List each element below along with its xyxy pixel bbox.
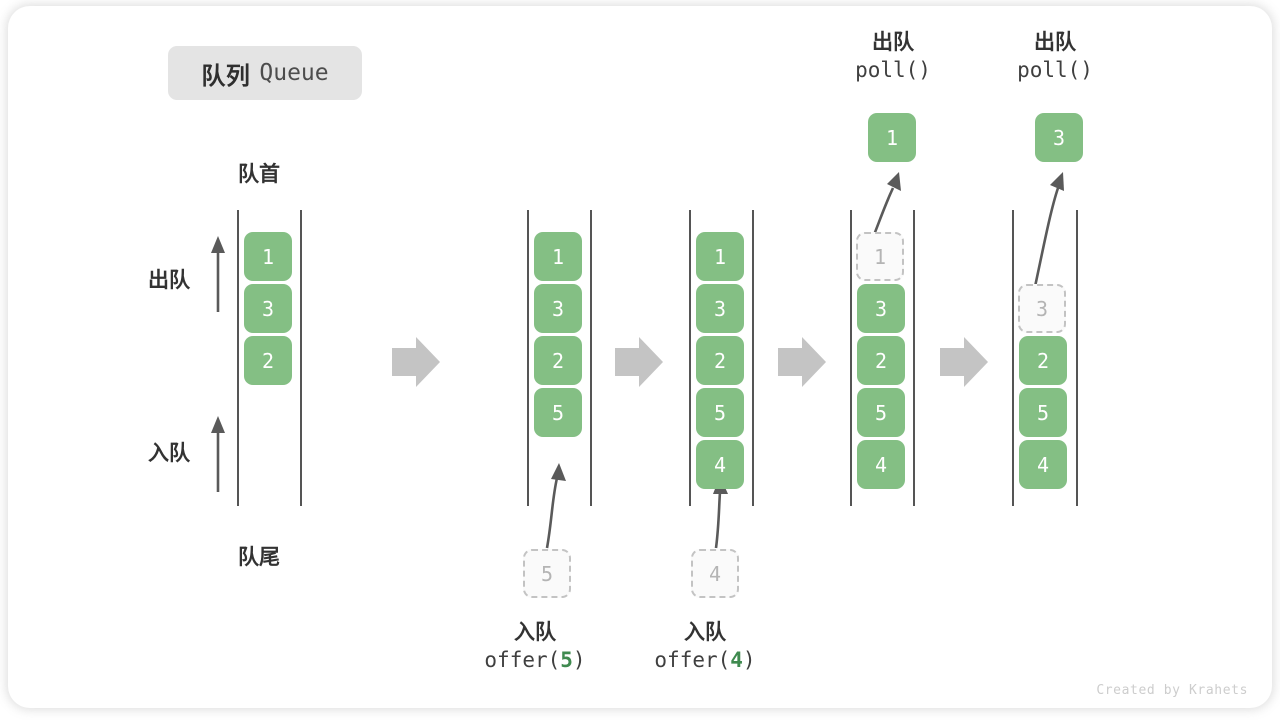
queue-cell: 3: [244, 284, 292, 333]
poll-label-2: 出队 poll(): [990, 30, 1120, 84]
queue-cell: 1: [696, 232, 744, 281]
queue-rail-right-c5: [1076, 210, 1078, 506]
queue-cell: 5: [1019, 388, 1067, 437]
queue-rail-left-c5: [1012, 210, 1014, 506]
queue-rear-label: 队尾: [238, 546, 280, 569]
offer-5-code-prefix: offer(: [484, 647, 561, 672]
queue-cell: 1: [534, 232, 582, 281]
offer-5-cn: 入队: [514, 621, 556, 644]
offer-5-code: offer(5): [470, 647, 600, 674]
queue-rail-left-c3: [689, 210, 691, 506]
offer-4-code: offer(4): [640, 647, 770, 674]
title-cn: 队列: [201, 62, 251, 90]
poll-1-cn: 出队: [872, 31, 914, 54]
offer-5-code-suffix: ): [572, 647, 586, 672]
queue-cell: 5: [534, 388, 582, 437]
queue-ghost-cell: 4: [691, 549, 739, 598]
popped-cell: 1: [868, 113, 916, 162]
queue-rail-left-c1: [237, 210, 239, 506]
offer-5-arg: 5: [560, 647, 573, 672]
poll-2-code: poll(): [1017, 57, 1093, 82]
queue-cell: 5: [696, 388, 744, 437]
queue-cell: 2: [857, 336, 905, 385]
queue-cell: 2: [244, 336, 292, 385]
poll-label-1: 出队 poll(): [828, 30, 958, 84]
diagram-title-badge: 队列 Queue: [168, 46, 362, 100]
queue-cell: 1: [244, 232, 292, 281]
title-en: Queue: [259, 60, 329, 86]
queue-cell: 2: [1019, 336, 1067, 385]
queue-cell: 2: [696, 336, 744, 385]
queue-cell: 4: [696, 440, 744, 489]
attribution-footer: Created by Krahets: [1096, 683, 1248, 698]
queue-cell: 3: [857, 284, 905, 333]
popped-cell: 3: [1035, 113, 1083, 162]
offer-4-label: 入队 offer(4): [640, 620, 770, 674]
queue-rail-left-c4: [850, 210, 852, 506]
queue-front-label: 队首: [238, 163, 280, 186]
queue-rail-left-c2: [527, 210, 529, 506]
queue-ghost-cell: 5: [523, 549, 571, 598]
poll-2-cn: 出队: [1034, 31, 1076, 54]
queue-rail-right-c2: [590, 210, 592, 506]
queue-cell: 3: [534, 284, 582, 333]
queue-cell: 5: [857, 388, 905, 437]
queue-cell: 3: [696, 284, 744, 333]
queue-rail-right-c3: [752, 210, 754, 506]
queue-ghost-cell: 3: [1018, 284, 1066, 333]
queue-cell: 4: [857, 440, 905, 489]
queue-ghost-cell: 1: [856, 232, 904, 281]
dequeue-label: 出队: [148, 269, 190, 292]
queue-cell: 2: [534, 336, 582, 385]
poll-1-code: poll(): [855, 57, 931, 82]
queue-rail-right-c1: [300, 210, 302, 506]
enqueue-label: 入队: [148, 442, 190, 465]
queue-cell: 4: [1019, 440, 1067, 489]
offer-4-arg: 4: [730, 647, 743, 672]
offer-4-cn: 入队: [684, 621, 726, 644]
diagram-card: [8, 6, 1272, 708]
queue-rail-right-c4: [913, 210, 915, 506]
offer-4-code-prefix: offer(: [654, 647, 731, 672]
offer-4-code-suffix: ): [742, 647, 756, 672]
offer-5-label: 入队 offer(5): [470, 620, 600, 674]
